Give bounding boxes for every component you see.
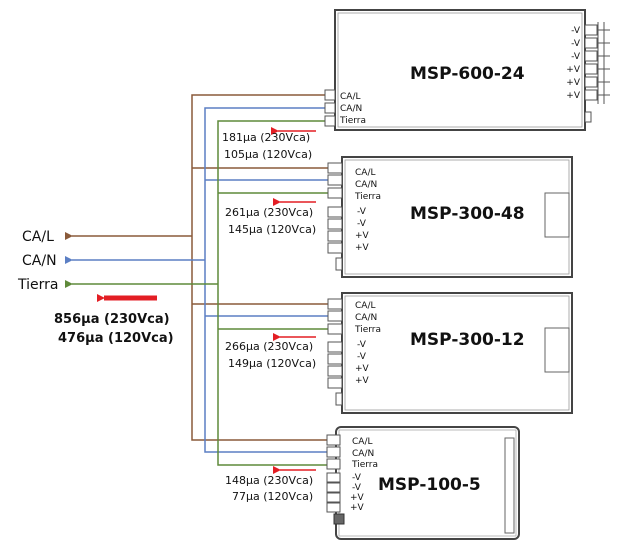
output-label: +V bbox=[566, 65, 581, 75]
unit-msp-300-48: CA/L CA/N Tierra -V -V +V +V MSP-300-48 … bbox=[225, 156, 573, 278]
unit-model-label: MSP-300-12 bbox=[410, 330, 525, 350]
unit-leak-230: 261µa (230Vca) bbox=[225, 206, 313, 219]
live-wire bbox=[72, 94, 330, 441]
output-label: -V bbox=[571, 52, 581, 62]
mains-labels: CA/L CA/N Tierra 856µa (230Vca) 476µa (1… bbox=[17, 229, 174, 346]
input-label-earth: Tierra bbox=[339, 116, 366, 126]
input-label-neutral: CA/N bbox=[355, 180, 377, 190]
input-label-neutral: CA/N bbox=[352, 449, 374, 459]
unit-model-label: MSP-100-5 bbox=[378, 475, 481, 495]
output-label: +V bbox=[355, 243, 370, 253]
output-label: -V bbox=[357, 352, 367, 362]
unit-leak-230: 266µa (230Vca) bbox=[225, 340, 313, 353]
mains-live-label: CA/L bbox=[22, 229, 54, 245]
mains-earth-label: Tierra bbox=[17, 277, 58, 293]
unit-leak-230: 148µa (230Vca) bbox=[225, 474, 313, 487]
output-label: +V bbox=[355, 364, 370, 374]
output-label: +V bbox=[350, 503, 365, 513]
earth-wire bbox=[72, 120, 330, 466]
output-label: +V bbox=[355, 376, 370, 386]
unit-chassis bbox=[341, 292, 573, 414]
unit-msp-600-24: CA/L CA/N Tierra -V -V -V +V +V +V MSP-6… bbox=[222, 9, 610, 161]
input-label-live: CA/L bbox=[340, 92, 361, 102]
output-label: +V bbox=[566, 91, 581, 101]
total-leak-120: 476µa (120Vca) bbox=[58, 331, 174, 346]
output-label: -V bbox=[357, 219, 367, 229]
output-label: +V bbox=[350, 493, 365, 503]
input-label-live: CA/L bbox=[352, 437, 373, 447]
unit-leak-120: 149µa (120Vca) bbox=[228, 357, 316, 370]
unit-model-label: MSP-300-48 bbox=[410, 204, 525, 224]
unit-msp-100-5: CA/L CA/N Tierra -V -V +V +V MSP-100-5 1… bbox=[225, 426, 520, 540]
unit-chassis bbox=[341, 156, 573, 278]
unit-chassis bbox=[334, 9, 586, 131]
unit-leak-120: 77µa (120Vca) bbox=[232, 490, 313, 503]
unit-leak-120: 105µa (120Vca) bbox=[224, 148, 312, 161]
output-label: -V bbox=[352, 483, 362, 493]
output-label: -V bbox=[571, 39, 581, 49]
output-label: -V bbox=[352, 473, 362, 483]
unit-msp-300-12: CA/L CA/N Tierra -V -V +V +V MSP-300-12 … bbox=[225, 292, 573, 414]
total-leak-230: 856µa (230Vca) bbox=[54, 312, 170, 327]
input-label-earth: Tierra bbox=[354, 325, 381, 335]
output-label: +V bbox=[566, 78, 581, 88]
wire-bus bbox=[72, 94, 330, 466]
mains-neutral-label: CA/N bbox=[22, 253, 57, 269]
neutral-wire bbox=[72, 107, 330, 453]
output-label: -V bbox=[357, 340, 367, 350]
unit-model-label: MSP-600-24 bbox=[410, 64, 525, 84]
input-label-neutral: CA/N bbox=[340, 104, 362, 114]
unit-leak-120: 145µa (120Vca) bbox=[228, 223, 316, 236]
output-label: -V bbox=[357, 207, 367, 217]
unit-leak-230: 181µa (230Vca) bbox=[222, 131, 310, 144]
output-label: +V bbox=[355, 231, 370, 241]
input-label-live: CA/L bbox=[355, 168, 376, 178]
input-label-live: CA/L bbox=[355, 301, 376, 311]
input-label-earth: Tierra bbox=[351, 460, 378, 470]
input-label-neutral: CA/N bbox=[355, 313, 377, 323]
input-label-earth: Tierra bbox=[354, 192, 381, 202]
output-label: -V bbox=[571, 26, 581, 36]
